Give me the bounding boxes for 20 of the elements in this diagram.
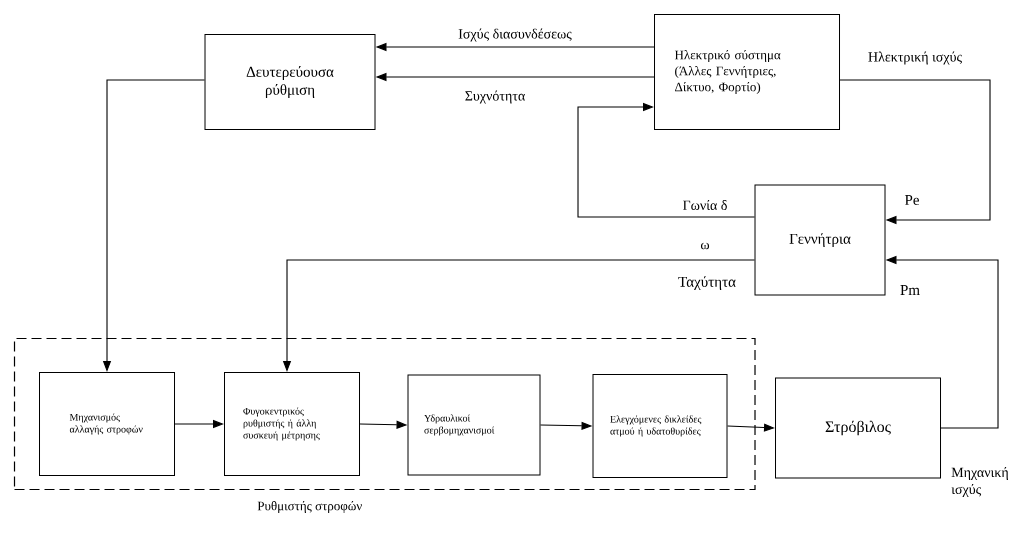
signal-label: Ταχύτητα: [678, 276, 736, 290]
edge-label: Μηχανική ισχύς: [951, 467, 1008, 497]
process-box: Ελεγχόμενες δικλείδες ατμού ή υδατοθυρίδες: [592, 374, 728, 478]
process-box: Υδραυλικοί σερβομηχανισμοί: [407, 374, 541, 476]
process-box: Φυγοκεντρικός ρυθμιστής ή άλλη συσκευή μέτρησης: [224, 372, 360, 476]
edge-label: Ηλεκτρική ισχύς: [868, 51, 962, 65]
process-box: Στρόβιλος: [775, 377, 941, 479]
process-box: Γεννήτρια: [754, 184, 886, 296]
arrow: [839, 79, 991, 225]
process-box: Ηλεκτρικό σύστημα (Άλλες Γεννήτριες, Δίκτυο, Φορτίο): [654, 14, 840, 130]
process-box: Μηχανισμός αλλαγής στροφών: [39, 372, 175, 476]
process-box: Δευτερεύουσα ρύθμιση: [204, 34, 376, 130]
arrow: [577, 102, 756, 218]
edge-label: Ισχύς διασυνδέσεως: [458, 28, 572, 42]
signal-label: Pm: [900, 285, 920, 295]
edge-label: Συχνότητα: [465, 90, 525, 104]
signal-label: Pe: [904, 195, 919, 205]
group-label: Ρυθμιστής στροφών: [257, 501, 362, 513]
edge-label: Γωνία δ: [683, 200, 727, 210]
edge-label: ω: [700, 242, 710, 250]
